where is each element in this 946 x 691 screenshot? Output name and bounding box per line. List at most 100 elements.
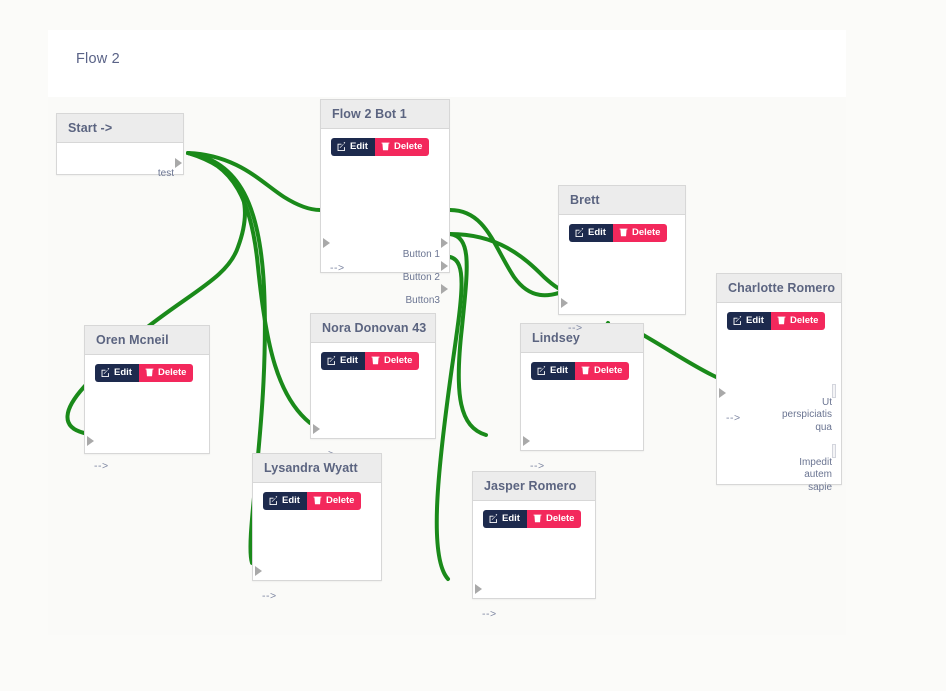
node-body: Edit Delete --> xyxy=(473,510,595,620)
edit-icon xyxy=(489,514,498,524)
node-lindsey[interactable]: Lindsey Edit Delete xyxy=(520,323,644,472)
input-port[interactable]: --> xyxy=(87,434,109,473)
edit-icon xyxy=(101,368,110,378)
delete-button-label: Delete xyxy=(631,227,661,238)
port-arrow-icon xyxy=(323,238,330,248)
edit-button[interactable]: Edit xyxy=(727,312,771,330)
delete-button[interactable]: Delete xyxy=(306,492,362,510)
edit-button-label: Edit xyxy=(550,365,568,376)
node-body: Edit Delete --> xyxy=(559,224,685,334)
edit-icon xyxy=(327,356,336,366)
node-jasper-romero[interactable]: Jasper Romero Edit Delete xyxy=(472,471,596,620)
edge-button2-to-lindsey xyxy=(448,232,488,437)
node-body: Edit Delete --> Ut perspiciatis qua xyxy=(717,312,841,493)
node-title: Oren Mcneil xyxy=(85,326,209,355)
edit-button[interactable]: Edit xyxy=(321,352,365,370)
node-body: Edit Delete --> Button 1 xyxy=(321,138,449,306)
input-port[interactable]: --> xyxy=(475,582,497,621)
output-port-label: test xyxy=(157,167,174,179)
edit-button[interactable]: Edit xyxy=(483,510,527,528)
edit-button[interactable]: Edit xyxy=(531,362,575,380)
page-title: Flow 2 xyxy=(76,51,120,67)
delete-button[interactable]: Delete xyxy=(364,352,420,370)
output-port-button-2[interactable]: Button 2 xyxy=(402,259,448,297)
output-port-label: Button3 xyxy=(405,294,440,306)
node-title: Lindsey xyxy=(521,324,643,353)
edit-button-label: Edit xyxy=(588,227,606,238)
node-body: Edit Delete --> xyxy=(521,362,643,472)
node-nora-donovan-43[interactable]: Nora Donovan 43 Edit Delete xyxy=(310,313,436,460)
edit-button-label: Edit xyxy=(282,495,300,506)
delete-button-label: Delete xyxy=(157,367,187,378)
delete-button-label: Delete xyxy=(789,315,819,326)
edit-button[interactable]: Edit xyxy=(95,364,139,382)
port-handle xyxy=(832,444,836,458)
input-port[interactable]: --> xyxy=(719,386,741,425)
edit-button-label: Edit xyxy=(114,367,132,378)
delete-button[interactable]: Delete xyxy=(770,312,826,330)
delete-button[interactable]: Delete xyxy=(612,224,668,242)
input-port[interactable]: --> xyxy=(523,434,545,473)
edit-button-label: Edit xyxy=(746,315,764,326)
port-arrow-icon xyxy=(561,298,568,308)
edit-icon xyxy=(269,496,278,506)
edit-icon xyxy=(337,142,346,152)
node-title: Flow 2 Bot 1 xyxy=(321,100,449,129)
output-port-button-3[interactable]: Button3 xyxy=(405,282,448,320)
trash-icon xyxy=(619,228,628,237)
edit-button-label: Edit xyxy=(350,141,368,152)
output-port-ut-perspiciatis-qua[interactable]: Ut perspiciatis qua xyxy=(782,384,836,447)
trash-icon xyxy=(381,142,390,151)
input-port-label: --> xyxy=(482,608,497,621)
edit-icon xyxy=(733,316,742,326)
edit-icon xyxy=(575,228,584,238)
node-oren-mcneil[interactable]: Oren Mcneil Edit Delete xyxy=(84,325,210,472)
edit-button-label: Edit xyxy=(502,513,520,524)
edit-icon xyxy=(537,366,546,376)
node-action-buttons: Edit Delete xyxy=(263,492,362,510)
node-title: Lysandra Wyatt xyxy=(253,454,381,483)
delete-button[interactable]: Delete xyxy=(574,362,630,380)
edit-button[interactable]: Edit xyxy=(569,224,613,242)
port-arrow-icon xyxy=(475,584,482,594)
output-port-test[interactable]: test xyxy=(157,155,182,193)
input-port[interactable]: --> xyxy=(255,564,277,603)
edge-button3-to-jasper xyxy=(434,255,464,581)
node-charlotte-romero[interactable]: Charlotte Romero Edit Delete xyxy=(716,273,842,493)
edit-button-label: Edit xyxy=(340,355,358,366)
port-arrow-icon xyxy=(441,284,448,294)
node-body: Edit Delete --> xyxy=(85,364,209,472)
delete-button[interactable]: Delete xyxy=(526,510,582,528)
output-port-label: Button 2 xyxy=(402,271,440,283)
node-action-buttons: Edit Delete xyxy=(331,138,430,156)
port-arrow-icon xyxy=(175,158,182,168)
node-lysandra-wyatt[interactable]: Lysandra Wyatt Edit Delete xyxy=(252,453,382,602)
output-port-impedit-autem-sapie[interactable]: Impedit autem sapie xyxy=(799,444,836,507)
output-port-label: Impedit autem sapie xyxy=(799,456,832,493)
input-port[interactable]: --> xyxy=(561,296,583,335)
input-port[interactable]: --> xyxy=(323,236,345,275)
edit-button[interactable]: Edit xyxy=(331,138,375,156)
delete-button-label: Delete xyxy=(593,365,623,376)
node-title: Start -> xyxy=(57,114,183,143)
delete-button-label: Delete xyxy=(545,513,575,524)
output-port-button-1[interactable]: Button 1 xyxy=(403,236,448,274)
port-arrow-icon xyxy=(87,436,94,446)
flow-canvas[interactable]: Start -> test Flow 2 Bot 1 Edit xyxy=(48,97,846,635)
node-flow2bot1[interactable]: Flow 2 Bot 1 Edit Delete xyxy=(320,99,450,306)
input-port-label: --> xyxy=(330,262,345,275)
node-start[interactable]: Start -> test xyxy=(56,113,184,179)
edge-button2-to-brett xyxy=(448,232,568,293)
trash-icon xyxy=(581,366,590,375)
input-port-label: --> xyxy=(94,460,109,473)
node-body: Edit Delete --> xyxy=(311,352,435,460)
edit-button[interactable]: Edit xyxy=(263,492,307,510)
delete-button[interactable]: Delete xyxy=(374,138,430,156)
node-action-buttons: Edit Delete xyxy=(95,364,194,382)
port-arrow-icon xyxy=(255,566,262,576)
node-brett[interactable]: Brett Edit Delete xyxy=(558,185,686,334)
trash-icon xyxy=(533,514,542,523)
node-body: Edit Delete --> xyxy=(253,492,381,602)
delete-button[interactable]: Delete xyxy=(138,364,194,382)
